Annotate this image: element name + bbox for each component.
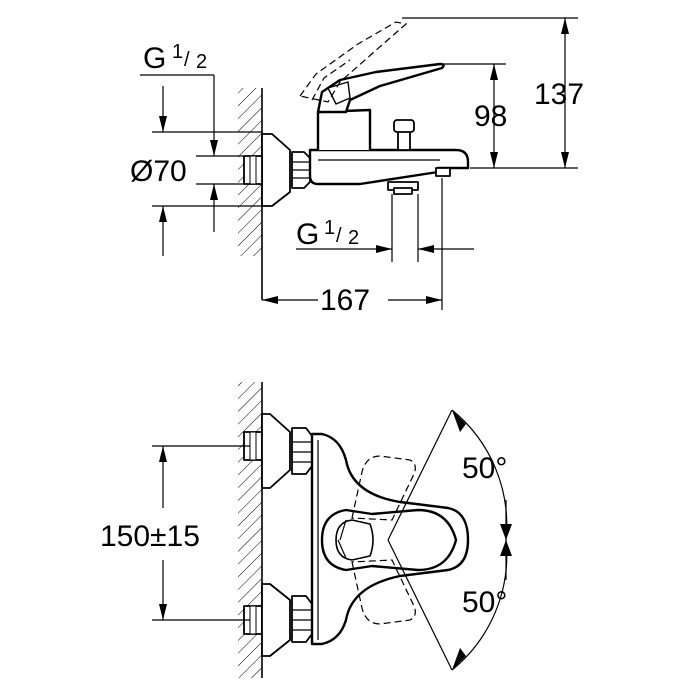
mixer-body-side <box>308 108 470 195</box>
lever-handle-raised-dashed <box>298 21 408 103</box>
angle-indicators <box>387 409 512 671</box>
angle-upper-label: 50° <box>462 452 507 485</box>
lever-handle-side <box>316 62 445 114</box>
s-union-fitting <box>243 133 311 207</box>
lever-handle-front <box>320 508 458 572</box>
thread-label-left-num: 1 <box>172 41 183 63</box>
thread-label-left-den: 2 <box>196 51 207 73</box>
lever-handle-rotated-up-dashed <box>351 455 416 521</box>
wall-top <box>238 88 263 300</box>
angle-lower-label: 50° <box>462 586 507 619</box>
lower-connection <box>243 583 313 657</box>
spout-pipe <box>391 194 419 262</box>
height-label-outer: 137 <box>534 78 584 111</box>
left-dimensions <box>140 74 262 256</box>
lever-handle-rotated-down-dashed <box>351 559 416 625</box>
diameter-label: Ø70 <box>130 155 187 188</box>
height-label-inner: 98 <box>474 100 507 133</box>
spacing-label: 150±15 <box>100 520 200 553</box>
thread-label-left-main: G <box>143 42 166 75</box>
thread-label-left-slash: / <box>184 49 190 71</box>
thread-label-bottom-den: 2 <box>348 227 359 249</box>
thread-label-bottom-slash: / <box>336 225 342 247</box>
side-view: G 1 / 2 Ø70 137 98 G 1 / 2 167 <box>130 17 584 317</box>
right-dimensions <box>402 17 578 169</box>
thread-label-bottom-main: G <box>296 218 319 251</box>
spacing-dimension <box>152 445 250 621</box>
front-view: 150±15 50° 50° <box>100 382 512 678</box>
bottom-dimensions <box>262 178 474 310</box>
thread-label-bottom-num: 1 <box>324 217 335 239</box>
width-label: 167 <box>320 284 370 317</box>
